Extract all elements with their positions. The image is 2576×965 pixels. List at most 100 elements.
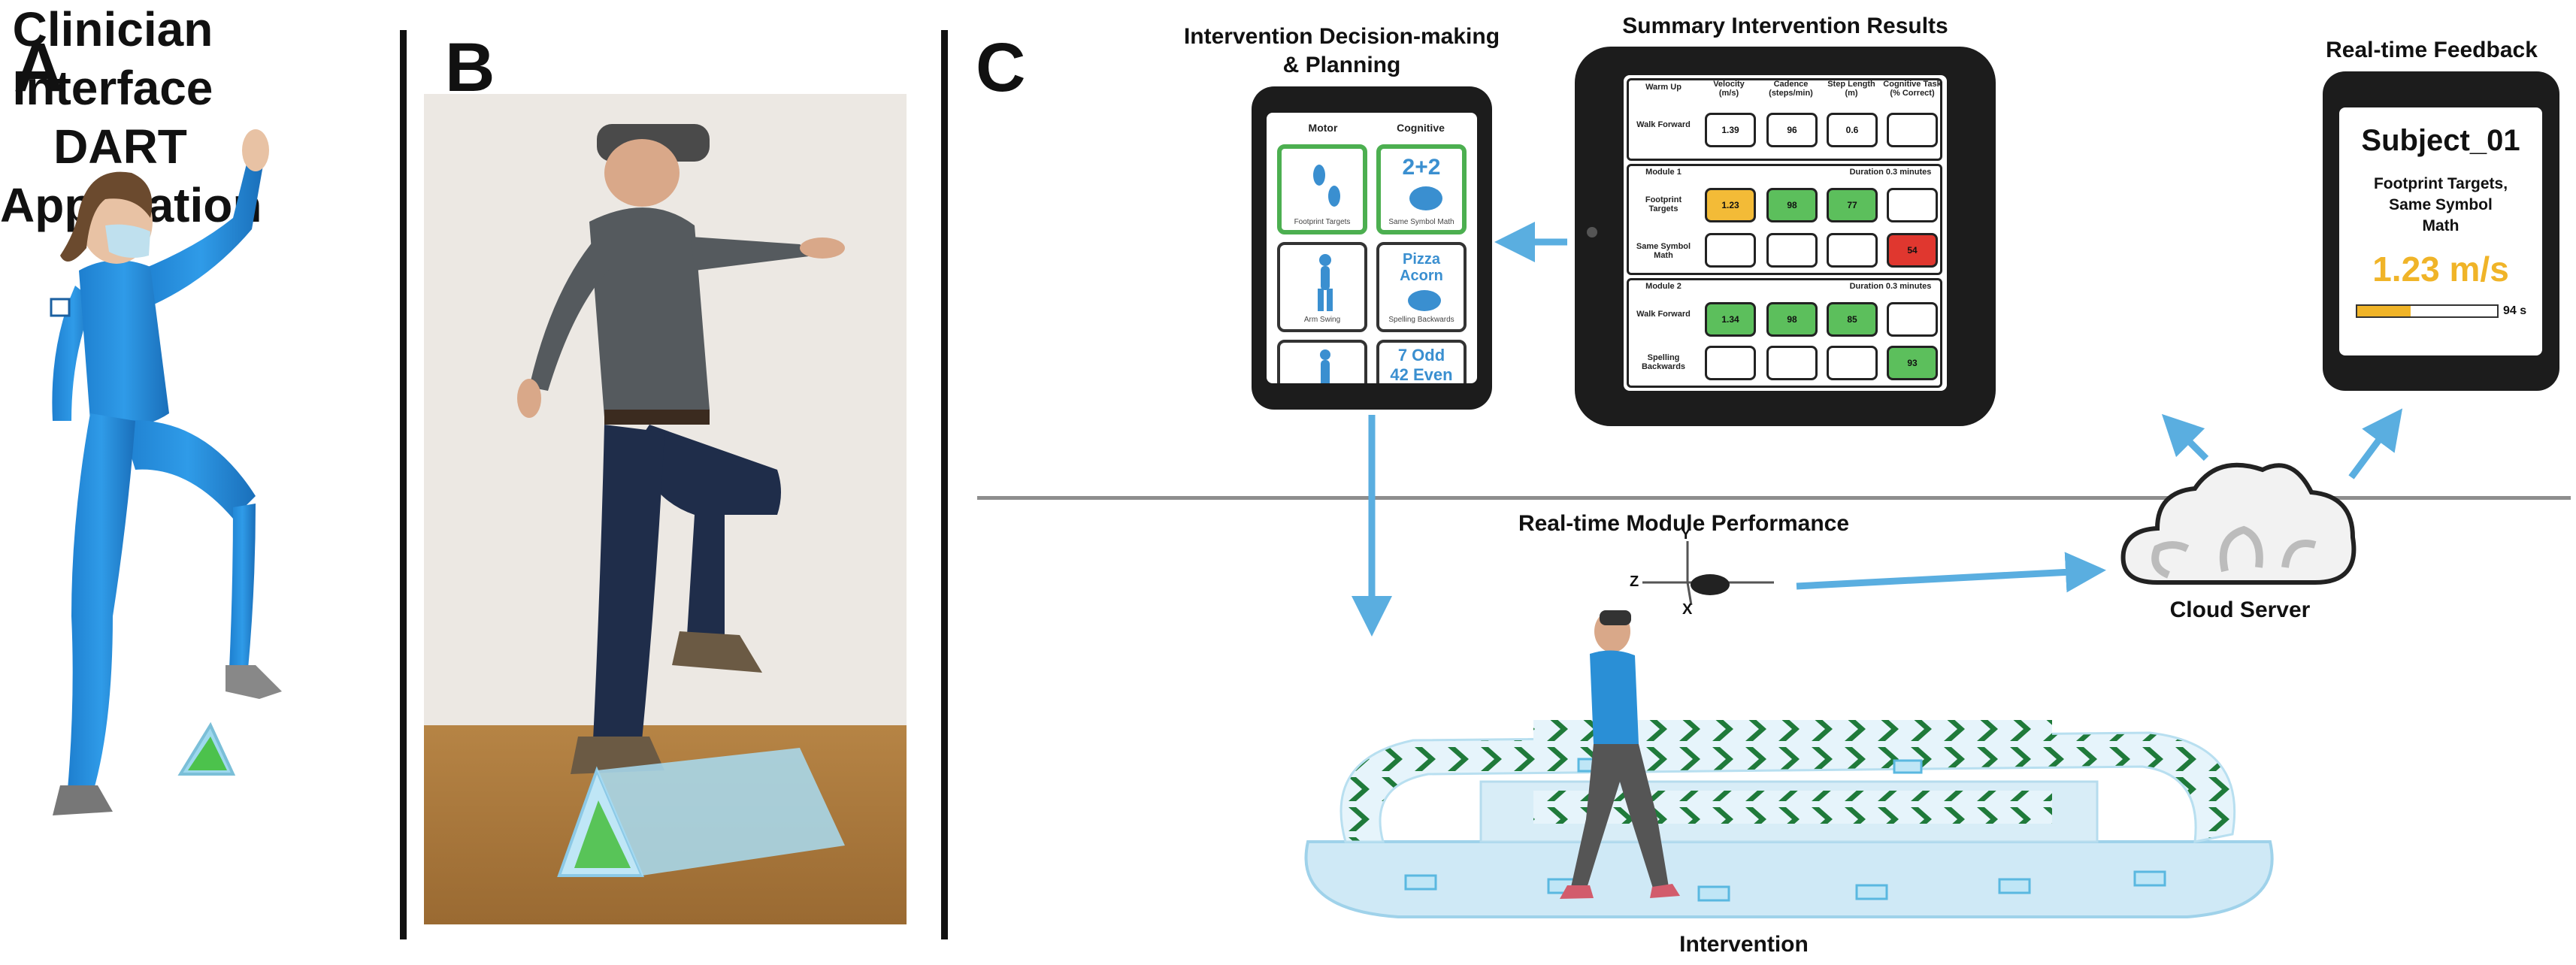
feedback-tablet-title: Real-time Feedback xyxy=(2326,38,2538,62)
warmup-cognitive-cell xyxy=(1887,113,1938,147)
feedback-subject: Subject_01 xyxy=(2361,124,2520,157)
summary-tablet: Velocity (m/s) Cadence (steps/min) Step … xyxy=(1575,47,1996,426)
coordinate-axes xyxy=(1642,541,1774,606)
horizontal-separator xyxy=(977,496,2571,500)
feedback-progress-fill xyxy=(2357,306,2411,316)
motor-card-arm-swing[interactable]: Arm Swing xyxy=(1277,242,1367,332)
module2-label: Module 2 xyxy=(1645,282,1682,291)
module1-row2-cognitive-cell: 54 xyxy=(1887,233,1938,268)
motor-header: Motor xyxy=(1308,122,1338,134)
module1-label: Module 1 xyxy=(1645,168,1682,177)
panel-label-c: C xyxy=(976,29,1026,106)
decision-tablet-screen: Motor Cognitive Footprint Targets 2+2 Sa… xyxy=(1267,113,1477,383)
motor-card-3[interactable] xyxy=(1277,340,1367,383)
module2-row2-cadence-cell xyxy=(1766,346,1818,380)
arrow-cloud-to-summary xyxy=(2161,413,2209,461)
cognitive-card-math[interactable]: 2+2 Same Symbol Math xyxy=(1376,144,1467,234)
cognitive-card-spelling-sub: Spelling Backwards xyxy=(1388,316,1454,324)
module2-velocity-cell: 1.34 xyxy=(1705,302,1756,337)
feedback-tablet-screen: Subject_01 Footprint Targets, Same Symbo… xyxy=(2339,107,2542,355)
cloud-server-label: Cloud Server xyxy=(2169,597,2311,622)
module2-row1-label: Walk Forward xyxy=(1636,310,1691,319)
summary-tablet-screen: Velocity (m/s) Cadence (steps/min) Step … xyxy=(1624,75,1947,391)
walking-person-icon xyxy=(1318,254,1333,311)
feedback-task: Footprint Targets, Same Symbol Math xyxy=(2339,174,2542,237)
warmup-step-length-cell: 0.6 xyxy=(1827,113,1878,147)
arrow-module-to-cloud xyxy=(1796,552,2106,593)
divider-left xyxy=(400,30,407,939)
module1-row2-cadence-cell xyxy=(1766,233,1818,268)
module1-velocity-cell: 1.23 xyxy=(1705,188,1756,222)
module1-row2-label: Same Symbol Math xyxy=(1636,242,1691,260)
warmup-velocity-cell: 1.39 xyxy=(1705,113,1756,147)
summary-tablet-title: Summary Intervention Results xyxy=(1622,14,1948,38)
footprint-icon xyxy=(1313,165,1340,207)
axis-z-label: Z xyxy=(1630,573,1639,590)
realtime-module-performance-label: Real-time Module Performance xyxy=(1518,511,1850,536)
arrow-cloud-to-feedback xyxy=(2348,408,2403,479)
feedback-task-line3: Math xyxy=(2422,217,2459,234)
cognitive-card-odd-even[interactable]: 7 Odd 42 Even xyxy=(1376,340,1467,383)
warmup-block xyxy=(1627,78,1942,161)
motor-card-footprint-label: Footprint Targets xyxy=(1294,218,1351,226)
home-button xyxy=(1587,227,1597,237)
summary-header-cognitive: Cognitive Task (% Correct) xyxy=(1883,80,1942,98)
dart-track-illustration xyxy=(1304,610,2274,918)
clinician-interface-line2: Interface xyxy=(12,61,213,115)
axis-x-label: X xyxy=(1682,601,1693,618)
motor-card-footprint-targets[interactable]: Footprint Targets xyxy=(1277,144,1367,234)
brain-icon xyxy=(1408,290,1441,311)
cognitive-header: Cognitive xyxy=(1397,122,1445,134)
feedback-tablet: Subject_01 Footprint Targets, Same Symbo… xyxy=(2323,71,2559,391)
decision-tablet-title: Intervention Decision-making & Planning xyxy=(1176,23,1507,80)
module1-row2-velocity-cell xyxy=(1705,233,1756,268)
motor-card-arm-swing-label: Arm Swing xyxy=(1303,316,1341,324)
warmup-label: Warm Up xyxy=(1645,83,1682,92)
module2-block xyxy=(1627,278,1942,388)
participant-figure xyxy=(517,124,845,877)
decision-tablet-title-line1: Intervention Decision-making xyxy=(1183,24,1500,49)
panel-label-a: A xyxy=(14,29,64,106)
cloud-icon xyxy=(2120,462,2357,585)
walking-person-icon xyxy=(1320,349,1330,383)
dart-application-line1: DART xyxy=(53,119,187,174)
warmup-cadence-cell: 96 xyxy=(1766,113,1818,147)
summary-header-step-length: Step Length (m) xyxy=(1827,80,1875,98)
clinician-interface-line1: Clinician xyxy=(12,2,213,56)
divider-right xyxy=(941,30,948,939)
warmup-row-label: Walk Forward xyxy=(1636,120,1691,129)
feedback-task-line1: Footprint Targets, xyxy=(2373,175,2508,192)
panel-label-b: B xyxy=(445,29,495,106)
module2-step-length-cell: 85 xyxy=(1827,302,1878,337)
module1-cognitive-cell xyxy=(1887,188,1938,222)
module2-row2-label: Spelling Backwards xyxy=(1641,353,1686,371)
decision-tablet-title-line2: & Planning xyxy=(1282,53,1401,77)
summary-header-cadence: Cadence (steps/min) xyxy=(1769,80,1813,98)
cognitive-card-odd-even-main: 7 Odd 42 Even xyxy=(1390,346,1453,383)
feedback-task-line2: Same Symbol xyxy=(2389,196,2493,213)
feedback-progress-track xyxy=(2356,304,2499,318)
feedback-speed: 1.23 m/s xyxy=(2372,250,2509,289)
module2-row2-step-length-cell xyxy=(1827,346,1878,380)
module1-block xyxy=(1627,164,1942,275)
feedback-time: 94 s xyxy=(2503,304,2527,317)
participant-photo xyxy=(424,94,907,924)
module1-duration: Duration 0.3 minutes xyxy=(1849,168,1932,177)
decision-tablet: Motor Cognitive Footprint Targets 2+2 Sa… xyxy=(1252,86,1492,410)
cognitive-card-spelling[interactable]: Pizza Acorn Spelling Backwards xyxy=(1376,242,1467,332)
intervention-label: Intervention xyxy=(1679,932,1809,957)
module2-row2-cognitive-cell: 93 xyxy=(1887,346,1938,380)
module2-cadence-cell: 98 xyxy=(1766,302,1818,337)
module1-cadence-cell: 98 xyxy=(1766,188,1818,222)
axis-y-label: Y xyxy=(1681,526,1691,543)
cognitive-card-math-sub: Same Symbol Math xyxy=(1388,218,1454,226)
module1-row2-step-length-cell xyxy=(1827,233,1878,268)
module2-cognitive-cell xyxy=(1887,302,1938,337)
cognitive-card-math-main: 2+2 xyxy=(1402,155,1441,180)
brain-icon xyxy=(1409,186,1442,210)
summary-header-velocity: Velocity (m/s) xyxy=(1713,80,1745,98)
clinician-interface-label: Clinician Interface xyxy=(0,0,226,117)
module1-step-length-cell: 77 xyxy=(1827,188,1878,222)
cognitive-card-spelling-main: Pizza Acorn xyxy=(1400,251,1443,284)
